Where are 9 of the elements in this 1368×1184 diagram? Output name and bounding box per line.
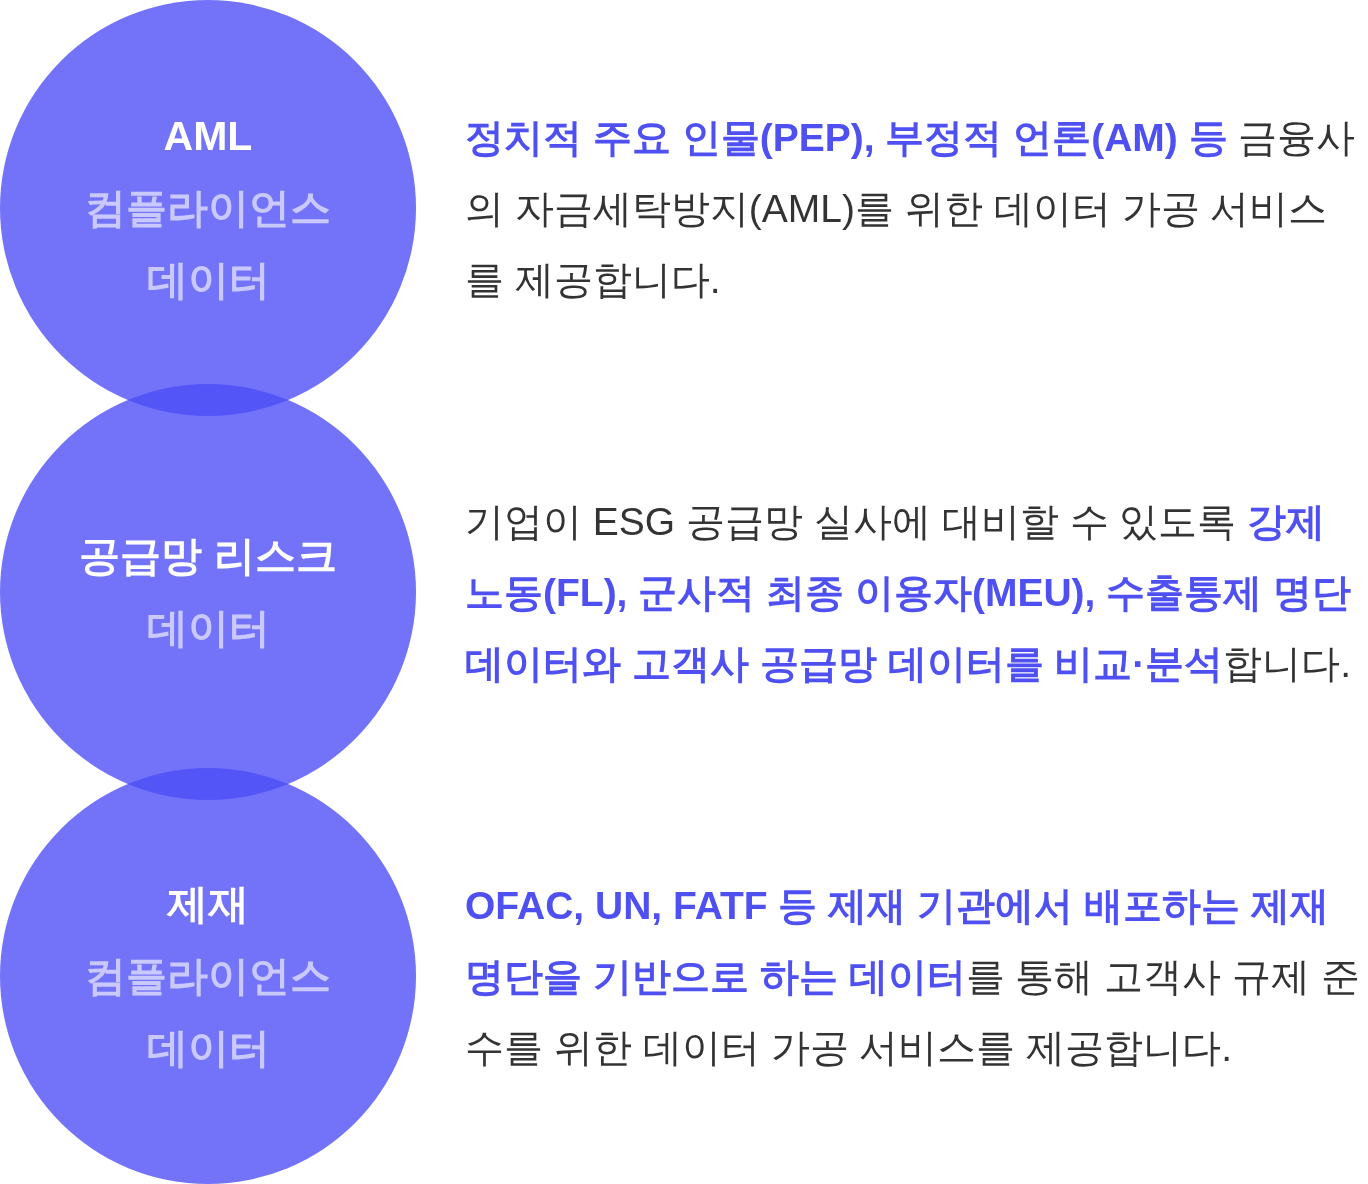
description-text: 기업이 ESG 공급망 실사에 대비할 수 있도록 강제노동(FL), 군사적 최종 이용자(MEU), 수출통제 명단 데이터와 고객사 공급망 데이터를 비교·분석합니다. xyxy=(465,498,1353,687)
circle-subtitle: 컴플라이언스 데이터 xyxy=(84,184,332,305)
circle-subtitle: 데이터 xyxy=(145,604,271,653)
circle-title: 제재 xyxy=(166,880,250,929)
description-text: OFAC, UN, FATF 등 제재 기관에서 배포하는 제재 명단을 기반으로 하는 데이터를 통해 고객사 규제 준수를 위한 데이터 가공 서비스를 제공합니다. xyxy=(465,882,1360,1071)
circle-subtitle: 컴플라이언스 데이터 xyxy=(84,952,332,1073)
circle-title: AML xyxy=(162,112,254,161)
description-text: 정치적 주요 인물(PEP), 부정적 언론(AM) 등 금융사의 자금세탁방지(AML)를 위한 데이터 가공 서비스를 제공합니다. xyxy=(465,114,1357,303)
circle-title: 공급망 리스크 xyxy=(78,532,338,581)
